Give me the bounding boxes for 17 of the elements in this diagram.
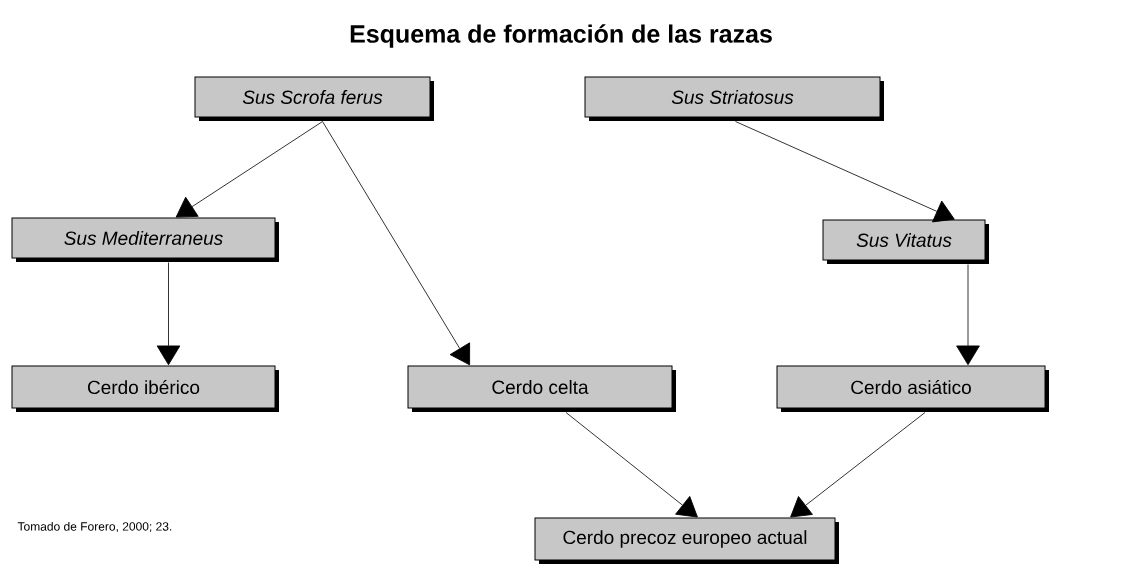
process-box: Sus Vitatus bbox=[822, 219, 989, 264]
arrow bbox=[175, 121, 323, 218]
arrow bbox=[322, 121, 470, 366]
title: Esquema de formación de las razas bbox=[350, 24, 772, 48]
process-box: Cerdo ibérico bbox=[11, 365, 279, 412]
process-box: Cerdo celta bbox=[407, 365, 676, 412]
arrow bbox=[156, 262, 181, 366]
arrow bbox=[565, 412, 698, 518]
process-box: Sus Scrofa ferus bbox=[194, 76, 434, 121]
source-note: Tomado de Forero, 2000; 23. bbox=[17, 521, 172, 533]
process-box: Cerdo precoz europeo actual bbox=[534, 517, 839, 564]
arrow bbox=[735, 121, 955, 223]
process-box: Cerdo asiático bbox=[776, 365, 1049, 412]
arrow bbox=[790, 412, 926, 518]
process-box: Sus Striatosus bbox=[584, 76, 884, 121]
arrow bbox=[956, 264, 980, 366]
process-box: Sus Mediterraneus bbox=[11, 217, 279, 262]
